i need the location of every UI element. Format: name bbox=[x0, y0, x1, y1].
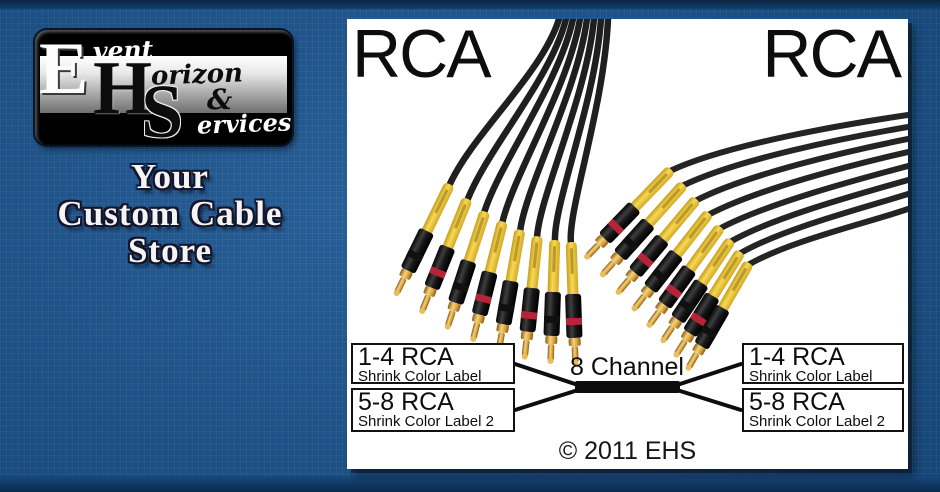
product-panel: RCA RCA 8 Channel 1-4 RCA Shrink Color L… bbox=[347, 16, 908, 469]
rca-heading-right: RCA bbox=[762, 16, 902, 92]
rca-cable-photo bbox=[388, 19, 908, 375]
logo-ampersand: & bbox=[207, 83, 233, 116]
channel-count-label: 8 Channel bbox=[570, 353, 684, 381]
label-box-right-bottom: 5-8 RCA Shrink Color Label 2 bbox=[742, 388, 904, 432]
label-box-right-top: 1-4 RCA Shrink Color Label bbox=[742, 343, 904, 385]
label-title: 5-8 RCA bbox=[358, 388, 454, 416]
logo-letter-e: E bbox=[39, 30, 89, 110]
label-title: 1-4 RCA bbox=[749, 343, 845, 371]
tagline-line3: Store bbox=[127, 231, 213, 270]
logo-letter-h: H bbox=[93, 46, 153, 130]
tagline-line2: Custom Cable bbox=[57, 194, 283, 233]
label-title: 5-8 RCA bbox=[749, 388, 845, 416]
tagline-line1: Your bbox=[131, 157, 209, 196]
label-subtitle: Shrink Color Label bbox=[358, 368, 482, 385]
label-title: 1-4 RCA bbox=[358, 343, 454, 371]
label-subtitle: Shrink Color Label 2 bbox=[358, 413, 494, 430]
tagline: Your Custom Cable Store bbox=[0, 158, 340, 269]
ehs-logo: E vent H orizon S & ervices bbox=[35, 30, 292, 145]
logo-letter-s: S bbox=[141, 70, 184, 145]
channel-bar bbox=[575, 381, 680, 393]
copyright-text: © 2011 EHS bbox=[558, 437, 697, 465]
label-box-left-bottom: 5-8 RCA Shrink Color Label 2 bbox=[351, 388, 515, 432]
label-subtitle: Shrink Color Label bbox=[749, 368, 873, 385]
label-box-left-top: 1-4 RCA Shrink Color Label bbox=[351, 343, 515, 385]
top-edge-strip bbox=[0, 0, 940, 9]
label-subtitle: Shrink Color Label 2 bbox=[749, 413, 885, 430]
bottom-edge-strip bbox=[0, 476, 940, 492]
logo-silver-band bbox=[40, 56, 287, 113]
diagram-lines bbox=[513, 362, 743, 412]
rca-heading-left: RCA bbox=[352, 16, 492, 92]
logo-text-ervices: ervices bbox=[196, 107, 292, 140]
